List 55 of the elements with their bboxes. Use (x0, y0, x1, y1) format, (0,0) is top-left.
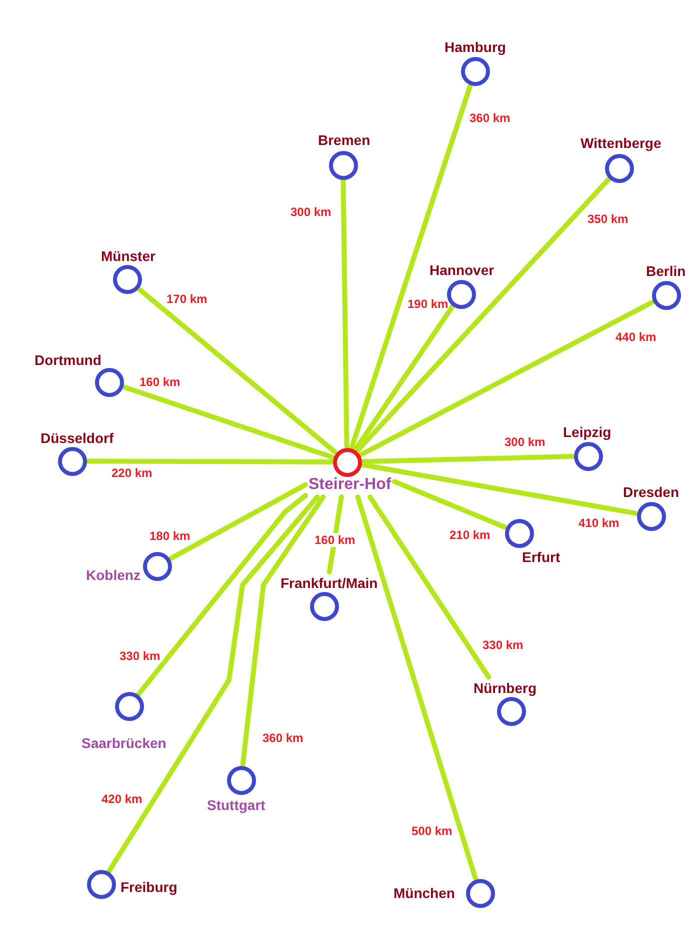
place-name: Hamburg (444, 39, 506, 55)
distance-label: 330 km (482, 638, 524, 652)
place-name: Leipzig (563, 424, 612, 440)
place-name: Münster (101, 248, 156, 264)
distance-label: 300 km (504, 435, 546, 449)
connector-line (326, 494, 344, 574)
connector-line (349, 83, 473, 450)
place-name: Dortmund (34, 352, 102, 368)
distance-label: 220 km (112, 466, 152, 480)
distance-label: 440 km (616, 330, 656, 344)
distance-label: 330 km (120, 649, 160, 663)
place-name: Nürnberg (474, 680, 536, 696)
place-name: Freiburg (120, 879, 178, 895)
connector-line (360, 454, 575, 464)
connector-line (106, 494, 320, 874)
place-name: Erfurt (522, 549, 560, 565)
place-name: Düsseldorf (40, 430, 114, 446)
connector-line (168, 482, 308, 562)
place-name: Saarbrücken (82, 735, 166, 751)
distance-label: 360 km (470, 111, 510, 125)
connector-line (355, 494, 478, 881)
distance-label: 210 km (450, 528, 490, 542)
place-name: Berlin (646, 263, 686, 279)
distance-label: 160 km (140, 375, 180, 389)
distance-label: 170 km (166, 292, 208, 306)
distance-label: 180 km (150, 529, 190, 543)
place-name: München (394, 885, 455, 901)
distance-label: 410 km (578, 516, 620, 530)
place-name: Bremen (318, 132, 370, 148)
distance-label: 300 km (290, 205, 332, 219)
connector-line (360, 462, 638, 516)
place-name: Frankfurt/Main (280, 575, 378, 591)
place-name: Koblenz (86, 567, 140, 583)
place-name: Steirer-Hof (308, 476, 392, 494)
place-name: Dresden (623, 484, 680, 500)
connector-line (340, 178, 350, 449)
connector-line (121, 384, 335, 460)
distance-label: 360 km (262, 731, 304, 745)
connector-line (358, 300, 655, 458)
connector-line (136, 286, 338, 455)
connector-line (240, 494, 326, 768)
connector-line (392, 479, 508, 530)
place-name: Stuttgart (207, 797, 266, 813)
distance-label: 500 km (412, 824, 452, 838)
connector-line (353, 304, 455, 452)
distance-label: 190 km (408, 297, 448, 311)
distance-label: 350 km (588, 212, 628, 226)
place-name: Wittenberge (580, 135, 662, 151)
connector-line (85, 458, 334, 464)
connector-line (355, 176, 611, 454)
place-name: Hannover (430, 262, 494, 278)
connector-line (368, 494, 492, 680)
distance-label: 160 km (312, 533, 358, 547)
distance-label: 420 km (102, 792, 142, 806)
connector-line (136, 493, 308, 696)
